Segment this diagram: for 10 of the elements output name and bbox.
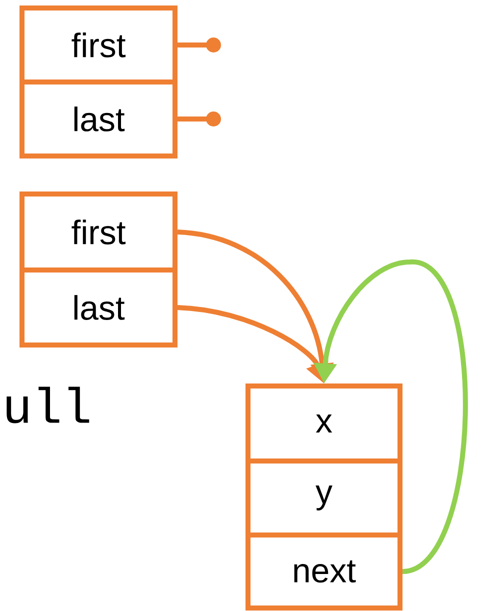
field-box: x bbox=[246, 384, 402, 464]
field-box: next bbox=[246, 532, 402, 610]
field-box: y bbox=[246, 458, 402, 538]
connector-dot-line bbox=[178, 112, 221, 126]
field-box: last bbox=[20, 268, 178, 348]
field-box: first bbox=[20, 6, 178, 84]
connector-dot-line bbox=[178, 38, 221, 52]
field-box: first bbox=[20, 192, 178, 272]
code-text: ull bbox=[6, 386, 90, 424]
field-box: last bbox=[20, 80, 178, 158]
